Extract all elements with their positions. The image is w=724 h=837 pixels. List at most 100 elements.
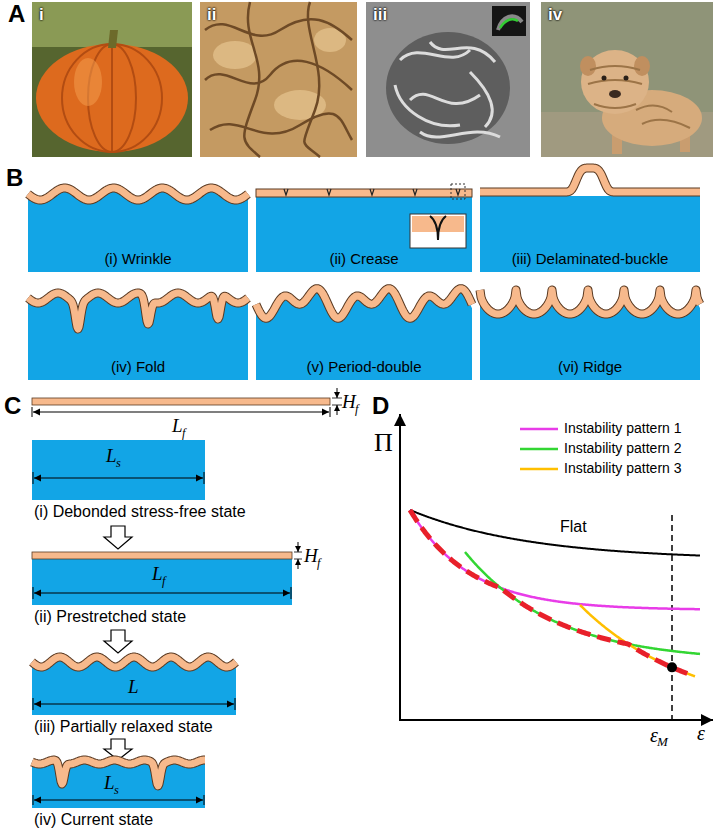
crease-illustration	[256, 197, 472, 272]
subscript: M	[657, 735, 668, 750]
prestretched-state-illustration	[291, 587, 292, 599]
delaminated-buckle-illustration	[480, 168, 700, 272]
crease-illustration	[410, 214, 466, 248]
pattern-label: (vi) Ridge	[558, 358, 622, 375]
photo-number: ii	[207, 5, 216, 25]
photo-brain-surface	[200, 2, 357, 157]
prestretched-state-illustration	[32, 559, 292, 605]
pattern-cell: (iii) Delaminated-buckle	[480, 180, 700, 272]
wrinkle-illustration	[28, 188, 248, 272]
partially-relaxed-state-illustration	[32, 661, 236, 715]
length-symbol: L	[128, 676, 139, 698]
state-label: (i) Debonded stress-free state	[34, 503, 246, 521]
photo-panel: iii	[366, 2, 530, 157]
thickness-symbol: H	[342, 391, 356, 413]
debonded-state-illustration	[33, 472, 34, 484]
pattern-cell: (iv) Fold	[28, 287, 248, 380]
photo-wrinkled-dog	[624, 76, 629, 81]
fold-illustration	[28, 293, 248, 380]
debonded-state-illustration	[32, 388, 342, 549]
axis-label: Π	[374, 428, 393, 458]
energy-plot	[399, 414, 401, 721]
legend-samples	[520, 429, 558, 469]
prestretched-state-illustration	[34, 592, 290, 593]
prestretched-state-illustration	[104, 630, 132, 653]
photo-wrinkled-dog	[634, 56, 650, 76]
current-state-illustration	[32, 760, 205, 808]
current-state-illustration	[32, 760, 205, 786]
legend-sample	[520, 468, 558, 471]
photo-sem-surface	[430, 42, 495, 62]
delaminated-buckle-illustration	[480, 168, 700, 192]
pattern-label: (ii) Crease	[329, 250, 398, 267]
legend-text: Instability pattern 1	[564, 420, 682, 436]
pattern-cell: (vi) Ridge	[480, 287, 700, 380]
photo-sem-surface	[386, 32, 510, 144]
photo-pumpkin	[32, 2, 192, 157]
subscript: s	[116, 456, 121, 470]
energy-plot	[410, 510, 690, 675]
prestretched-state-illustration	[33, 587, 34, 599]
fold-illustration	[28, 293, 248, 329]
photo-wrinkled-dog	[588, 80, 642, 84]
axis-tick-label: ε	[650, 724, 658, 747]
debonded-state-illustration	[33, 411, 329, 412]
photo-brain-surface	[213, 41, 257, 69]
delaminated-buckle-illustration	[480, 196, 700, 272]
photo-sem-surface	[420, 132, 500, 137]
photo-pumpkin	[74, 58, 102, 106]
debonded-state-illustration	[34, 477, 203, 478]
pattern-cell: (v) Period-double	[256, 287, 472, 380]
prestretched-state-illustration	[298, 542, 299, 552]
partially-relaxed-state-illustration	[32, 657, 236, 667]
subscript: s	[114, 783, 119, 797]
photo-pumpkin	[108, 30, 118, 48]
photo-wrinkled-dog	[602, 76, 607, 81]
energy-plot	[399, 719, 713, 721]
partially-relaxed-state-illustration	[33, 698, 34, 710]
ridge-illustration	[480, 290, 700, 314]
period-double-illustration	[256, 289, 472, 319]
legend-sample	[520, 448, 558, 451]
energy-plot	[410, 510, 700, 556]
partially-relaxed-state-illustration	[32, 657, 236, 667]
panel-letter: C	[4, 392, 21, 420]
subscript: f	[355, 402, 358, 416]
fold-illustration	[28, 293, 248, 329]
photo-wrinkled-dog	[642, 120, 690, 128]
state-label: (iii) Partially relaxed state	[34, 718, 213, 736]
state-label: (ii) Prestretched state	[34, 608, 186, 626]
pattern-label: (v) Period-double	[306, 358, 421, 375]
prestretched-state-illustration	[298, 559, 299, 569]
photo-number: iii	[373, 5, 387, 25]
pattern-cell: (i) Wrinkle	[28, 180, 248, 272]
photo-pumpkin	[36, 44, 188, 152]
energy-plot	[399, 414, 713, 721]
legend-text: Instability pattern 3	[564, 460, 682, 476]
ridge-illustration	[480, 290, 700, 314]
photo-sem-surface	[470, 72, 492, 127]
photo-sem-surface	[500, 19, 518, 28]
photo-wrinkled-dog	[609, 90, 621, 98]
crease-illustration	[430, 216, 446, 240]
energy-plot	[671, 515, 673, 720]
photo-wrinkled-dog	[541, 2, 713, 157]
photo-sem-surface	[366, 2, 530, 157]
debonded-state-illustration	[337, 405, 338, 415]
axis-label: ε	[697, 722, 705, 745]
debonded-state-illustration	[32, 440, 205, 500]
photo-wrinkled-dog	[636, 105, 672, 112]
debonded-state-illustration	[330, 407, 331, 417]
panel-letter: D	[372, 392, 389, 420]
subscript: f	[182, 426, 185, 440]
period-double-illustration	[256, 289, 472, 380]
photo-wrinkled-dog	[581, 50, 649, 114]
photo-pumpkin	[111, 44, 113, 152]
panel-letter: A	[8, 0, 25, 28]
photo-sem-surface	[395, 85, 460, 126]
pattern-label: (iii) Delaminated-buckle	[512, 250, 669, 267]
legend-sample	[520, 428, 558, 431]
photo-number: iv	[548, 5, 562, 25]
